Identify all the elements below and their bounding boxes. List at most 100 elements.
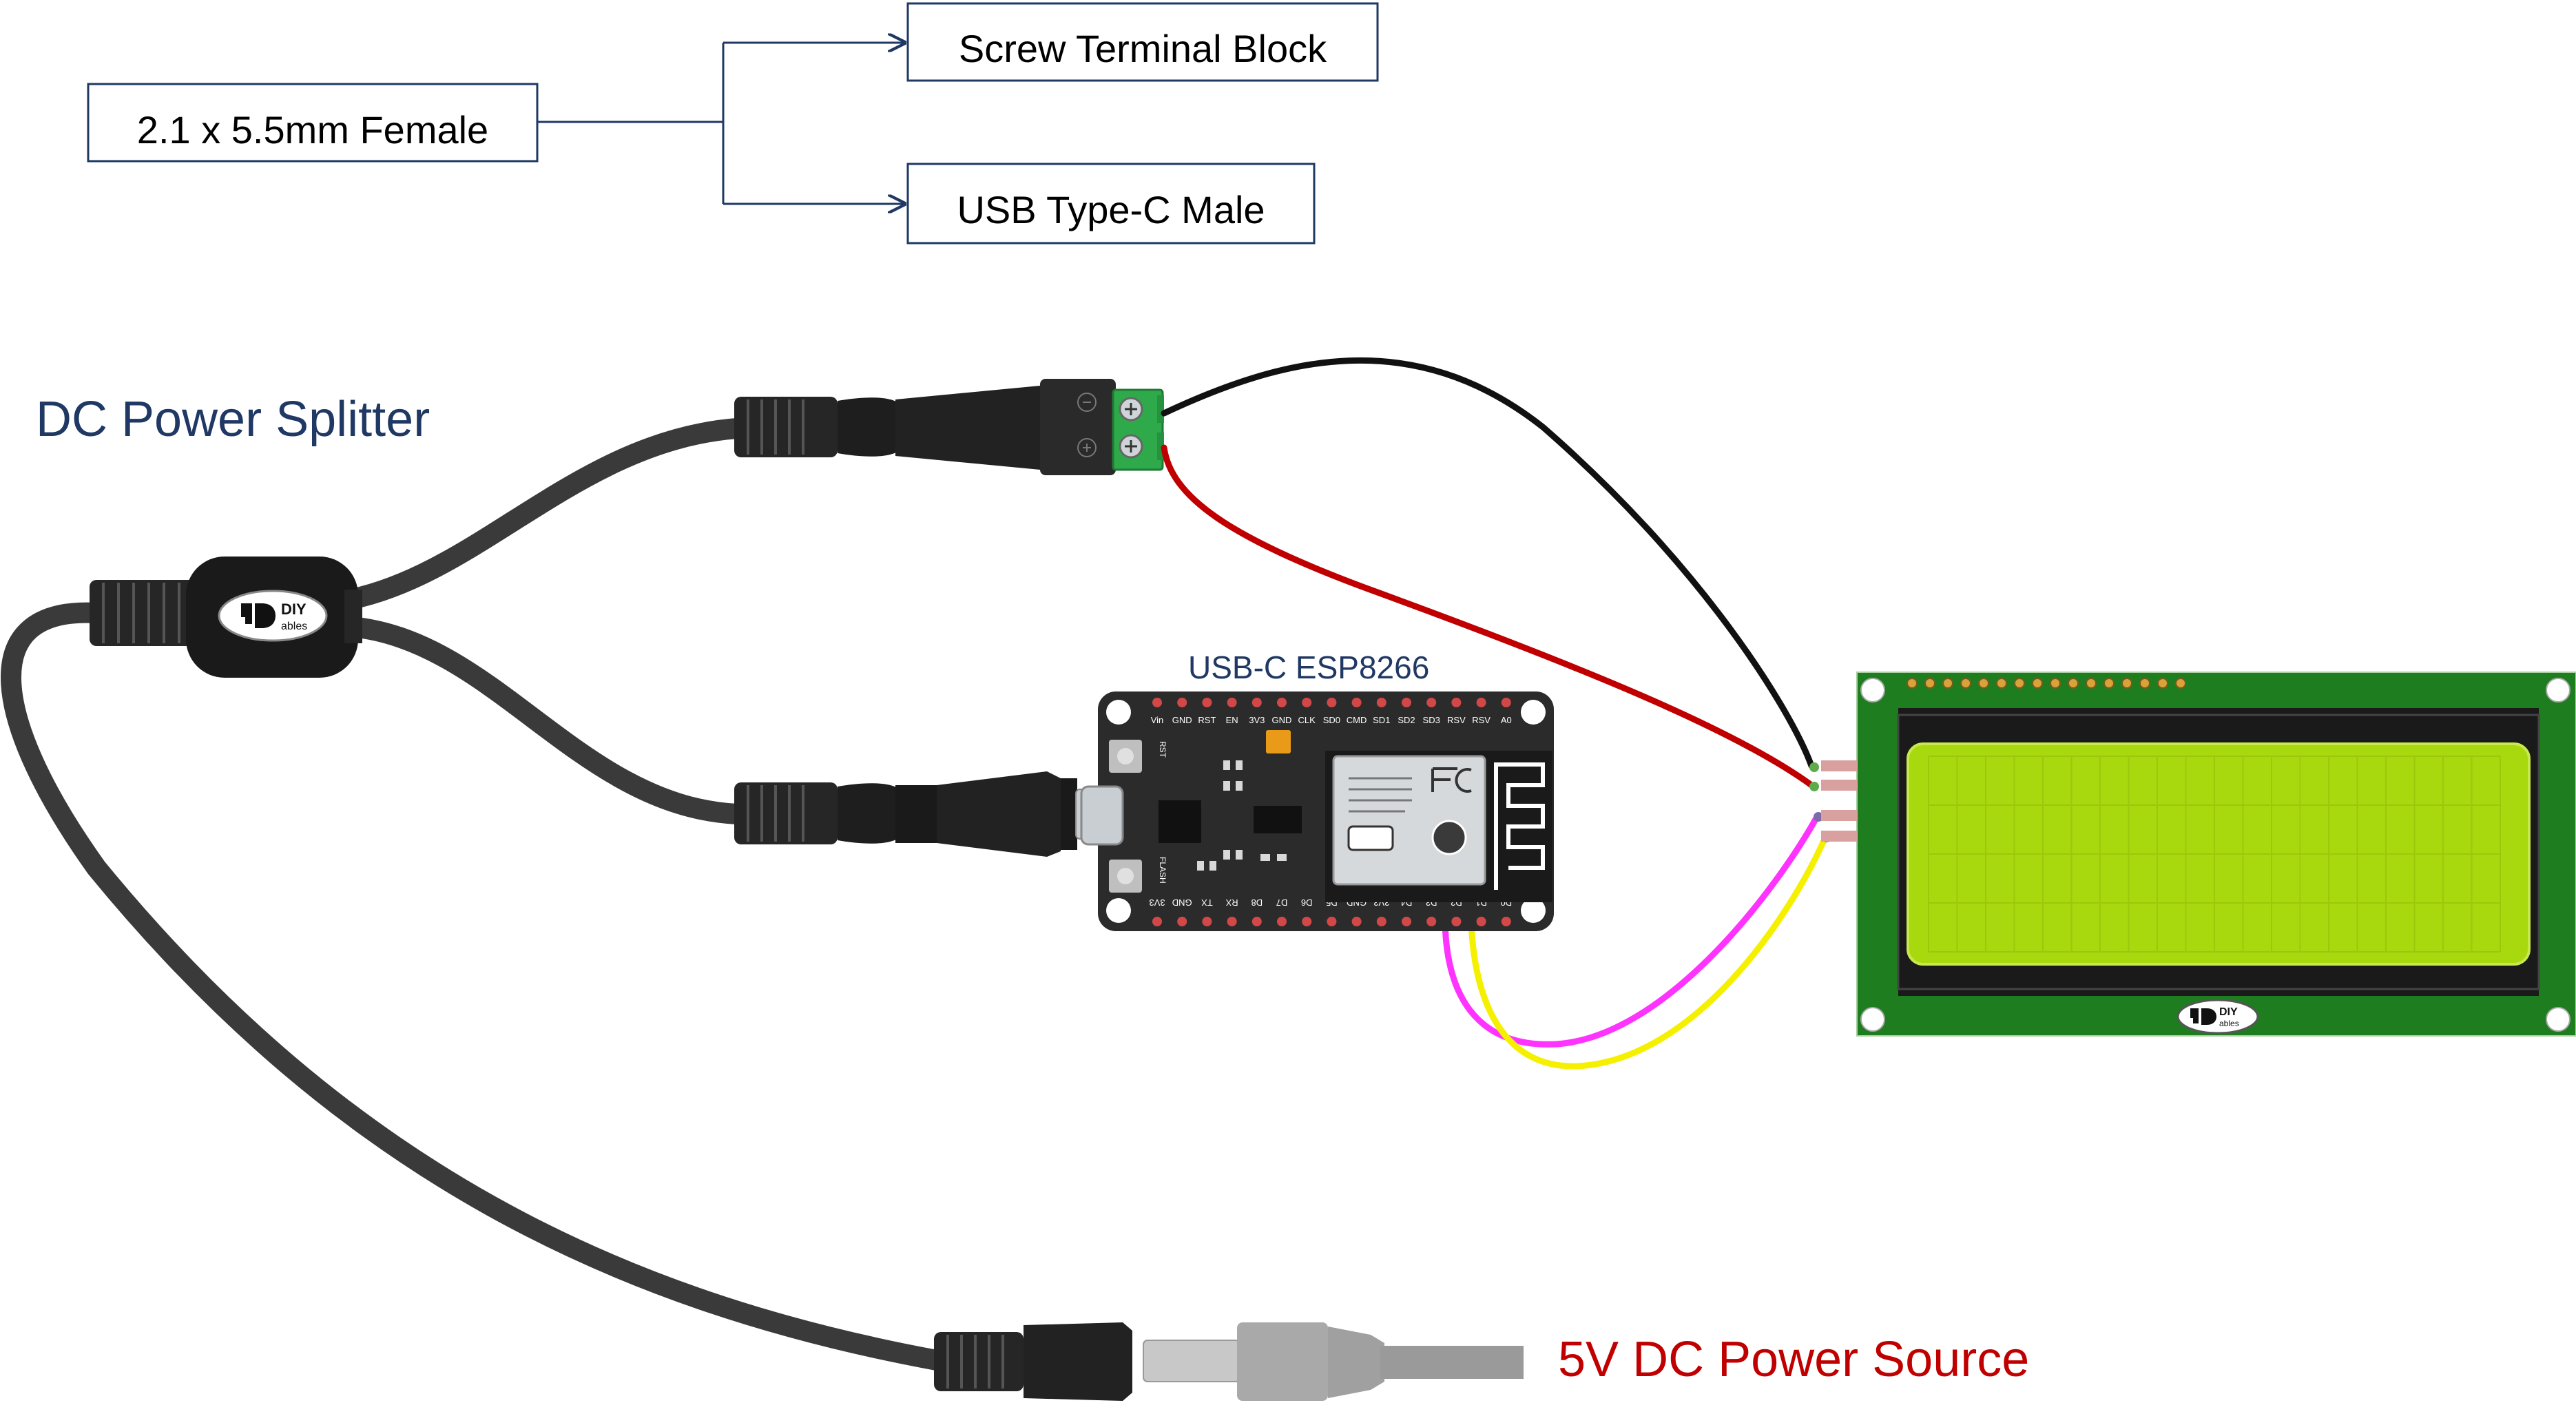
power-source-label: 5V DC Power Source bbox=[1558, 1332, 2029, 1387]
regulator-chip bbox=[1254, 806, 1302, 833]
mount-hole bbox=[1521, 898, 1546, 923]
mount-hole bbox=[2546, 1007, 2570, 1032]
orange-capacitor bbox=[1266, 730, 1291, 753]
plus-icon bbox=[1077, 438, 1097, 457]
lcd-pin bbox=[2139, 678, 2150, 689]
mount-hole bbox=[1106, 898, 1131, 923]
top-pin bbox=[1327, 698, 1337, 707]
bottom-pin bbox=[1327, 917, 1337, 926]
top-pin-label: RSV bbox=[1472, 715, 1490, 725]
rst-button-label: RST bbox=[1158, 741, 1167, 758]
mount-hole bbox=[1860, 1007, 1885, 1032]
hub-logo-ables: ables bbox=[281, 621, 307, 632]
top-pin bbox=[1376, 698, 1386, 707]
top-pin-label: SD2 bbox=[1398, 715, 1415, 725]
bottom-pin-label: RX bbox=[1225, 897, 1238, 908]
plug-barrel bbox=[1143, 1340, 1240, 1382]
lcd-pin bbox=[2050, 678, 2061, 689]
lcd-pin bbox=[1996, 678, 2007, 689]
bottom-pin bbox=[1251, 917, 1262, 926]
wire-yellow bbox=[1468, 834, 1829, 1070]
lcd-pin bbox=[1942, 678, 1953, 689]
esp-shield bbox=[1332, 755, 1486, 886]
bottom-pin bbox=[1302, 917, 1312, 926]
lcd-pin bbox=[2086, 678, 2097, 689]
bottom-pin-label: 3V3 bbox=[1149, 897, 1165, 908]
bottom-pin bbox=[1277, 917, 1287, 926]
hub-right-sleeve bbox=[344, 590, 362, 643]
lcd-pin bbox=[2068, 678, 2079, 689]
splitter-cables bbox=[1, 418, 947, 1371]
lcd-pin bbox=[1924, 678, 1935, 689]
lcd-pin bbox=[2032, 678, 2043, 689]
mount-hole bbox=[1860, 678, 1885, 703]
upper-dc-plug bbox=[734, 397, 900, 457]
top-pin bbox=[1451, 698, 1462, 707]
board-label: USB-C ESP8266 bbox=[1188, 649, 1429, 685]
top-pin bbox=[1152, 698, 1162, 707]
top-pin bbox=[1251, 698, 1262, 707]
polarity-markers bbox=[1077, 393, 1097, 457]
top-pin bbox=[1227, 698, 1237, 707]
bottom-pin-label: D8 bbox=[1251, 897, 1263, 908]
lcd-pin bbox=[2121, 678, 2132, 689]
bottom-pin-label: TX bbox=[1201, 897, 1213, 908]
top-pin-label: 3V3 bbox=[1249, 715, 1265, 725]
plug-cable bbox=[1380, 1346, 1524, 1379]
wifi-antenna-icon bbox=[1494, 762, 1545, 890]
top-pin-label: GND bbox=[1272, 715, 1292, 725]
bottom-pin bbox=[1476, 917, 1486, 926]
top-pin bbox=[1177, 698, 1187, 707]
top-pin bbox=[1302, 698, 1312, 707]
lcd-module: DIY ables bbox=[1821, 672, 2576, 1037]
wire-black bbox=[1161, 357, 1815, 769]
lcd-pin bbox=[2104, 678, 2115, 689]
tree-child-label-2: USB Type-C Male bbox=[957, 188, 1265, 231]
hub-left-sleeve bbox=[90, 580, 200, 646]
top-pin-label: GND bbox=[1172, 715, 1192, 725]
usb-c-adapter bbox=[895, 771, 1108, 857]
lcd-pin bbox=[2175, 678, 2186, 689]
lower-dc-plug bbox=[734, 782, 900, 844]
top-pin-label: CLK bbox=[1298, 715, 1316, 725]
i2c-header-pins bbox=[1821, 760, 1857, 842]
smd-components bbox=[1197, 760, 1287, 871]
top-pin bbox=[1402, 698, 1411, 707]
top-pin bbox=[1351, 698, 1362, 707]
female-dc-jack bbox=[895, 379, 1116, 475]
tree-root-label: 2.1 x 5.5mm Female bbox=[137, 108, 488, 152]
plug-body bbox=[1237, 1322, 1328, 1401]
espressif-logo-icon bbox=[1431, 820, 1467, 855]
bottom-pin-label: D6 bbox=[1301, 897, 1313, 908]
lcd-bezel-frame bbox=[1897, 714, 2540, 990]
top-pin bbox=[1277, 698, 1287, 707]
bottom-pin bbox=[1152, 917, 1162, 926]
bottom-pin bbox=[1426, 917, 1437, 926]
bottom-pin bbox=[1202, 917, 1212, 926]
lcd-logo-badge: DIY ables bbox=[2177, 999, 2259, 1034]
screw-terminal-block bbox=[1112, 388, 1164, 471]
lcd-logo-ables: ables bbox=[2219, 1019, 2239, 1028]
lcd-logo-diy: DIY bbox=[2219, 1006, 2238, 1018]
signal-wires bbox=[1161, 357, 1829, 1070]
bottom-pin bbox=[1451, 917, 1462, 926]
logo-mark-icon bbox=[241, 603, 276, 628]
bottom-pin bbox=[1351, 917, 1362, 926]
bottom-pin-label: GND bbox=[1172, 897, 1192, 908]
flash-button: FLASH bbox=[1109, 857, 1167, 893]
bottom-pin bbox=[1501, 917, 1511, 926]
lcd-pin bbox=[1907, 678, 1918, 689]
top-pin bbox=[1202, 698, 1212, 707]
top-pin-label: EN bbox=[1226, 715, 1238, 725]
cable-lower-branch bbox=[341, 616, 747, 824]
rst-button: RST bbox=[1109, 740, 1167, 773]
splitter-hub: DIY ables bbox=[90, 557, 362, 678]
top-pin-label: RSV bbox=[1447, 715, 1466, 725]
source-dc-connector bbox=[934, 1322, 1132, 1401]
cable-upper-branch bbox=[341, 418, 747, 610]
bottom-pin bbox=[1402, 917, 1411, 926]
top-pin-label: A0 bbox=[1501, 715, 1512, 725]
minus-icon bbox=[1077, 393, 1097, 412]
